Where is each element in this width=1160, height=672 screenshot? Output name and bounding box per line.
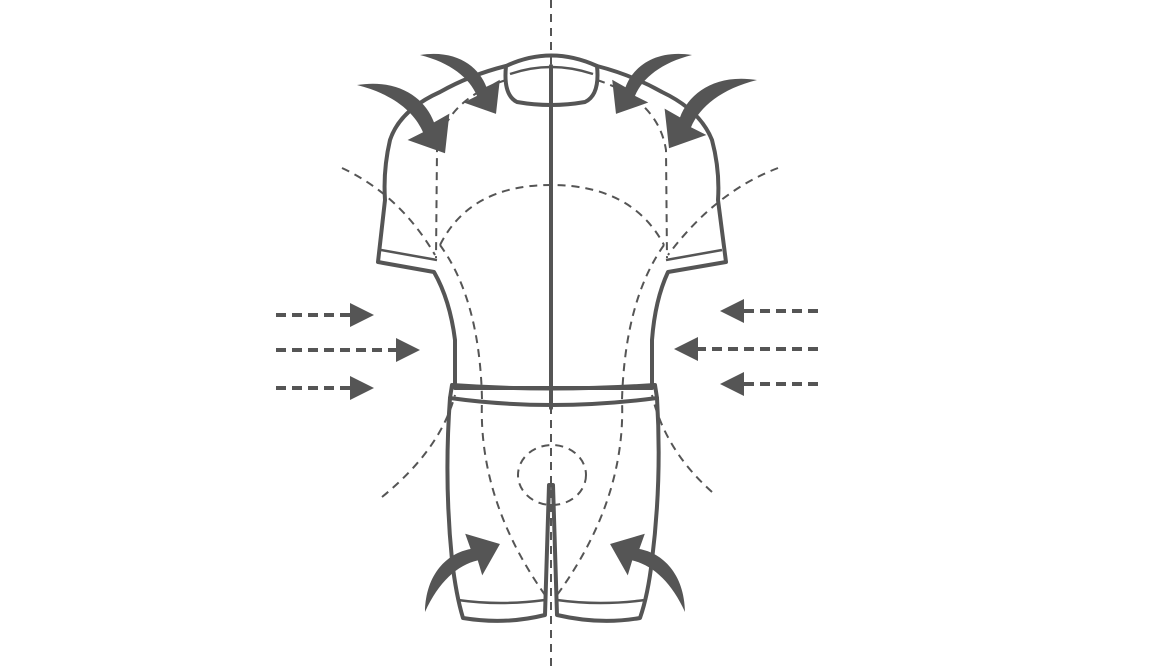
right-sleeve-hem — [665, 248, 723, 262]
airflow-arc-right-upper — [667, 167, 779, 256]
chamois-pad — [517, 444, 587, 506]
side-panel-seam-right — [556, 244, 665, 596]
curved-arrow-icon — [612, 53, 692, 114]
left-sleeve-hem — [380, 248, 438, 262]
chest-panel-seam — [439, 183, 665, 246]
curved-arrow-icon — [609, 529, 687, 623]
shorts-outline — [445, 396, 661, 623]
raglan-seam-right — [596, 79, 668, 259]
airflow-arc-left-upper — [341, 167, 436, 256]
right-leg-hem — [556, 598, 646, 605]
airflow-arc-right-lower — [651, 394, 713, 493]
airflow-arc-left-lower — [381, 394, 456, 498]
collar — [503, 53, 600, 107]
side-panel-seam-left — [439, 244, 546, 596]
left-leg-hem — [457, 598, 546, 605]
